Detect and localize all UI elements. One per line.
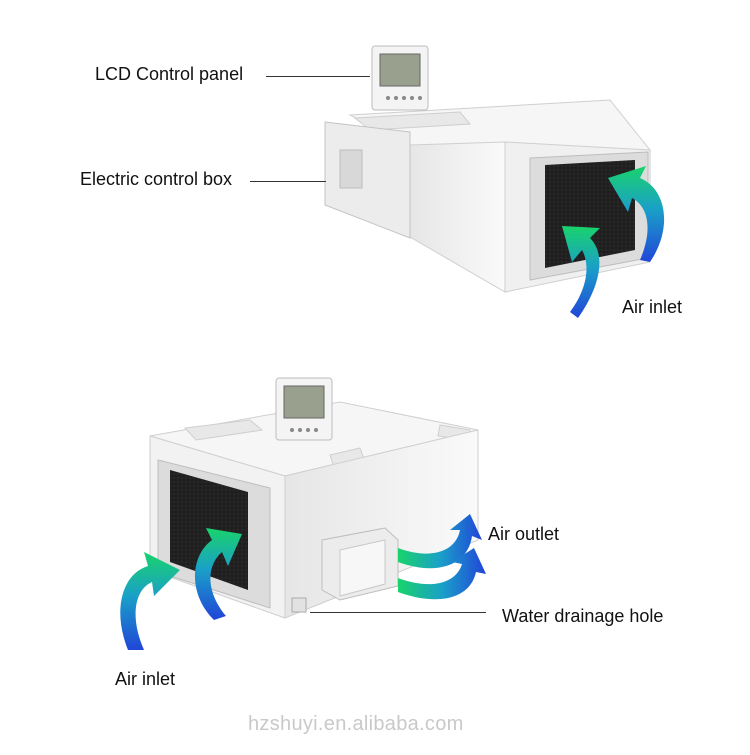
control-box-label-plate <box>339 149 363 189</box>
top-unit-side <box>409 141 506 293</box>
air-outlet-label: Air outlet <box>488 524 560 544</box>
bottom-air-inlet-label: Air inlet <box>115 669 176 689</box>
electric-control-box-label: Electric control box <box>80 169 233 189</box>
lcd-control-panel-label: LCD Control panel <box>95 64 244 84</box>
top-air-inlet-arrow-2 <box>562 226 600 318</box>
control-box-leader-line <box>250 181 326 182</box>
bottom-air-inlet-arrow-2 <box>195 528 242 620</box>
top-lcd-screen <box>379 53 421 87</box>
electric-control-box <box>324 121 411 239</box>
bottom-air-inlet-arrow-1 <box>120 552 180 650</box>
top-air-inlet-label: Air inlet <box>622 297 683 317</box>
air-outlet-arrow-1 <box>398 514 482 569</box>
top-air-inlet-arrow-1 <box>608 166 665 262</box>
water-drainage-hole-label: Water drainage hole <box>502 606 664 626</box>
air-outlet-arrow-2 <box>398 548 486 600</box>
water-drainage-spout <box>291 597 307 613</box>
watermark-text: hzshuyi.en.alibaba.com <box>248 713 464 735</box>
top-unit-rail <box>353 111 472 131</box>
lcd-panel-leader-line <box>266 76 370 77</box>
drain-leader-line <box>310 612 486 613</box>
bottom-unit-rail <box>183 419 264 441</box>
bottom-lcd-screen <box>283 385 325 419</box>
top-dehumidifier-unit <box>324 45 665 318</box>
bottom-dehumidifier-unit <box>120 377 486 650</box>
